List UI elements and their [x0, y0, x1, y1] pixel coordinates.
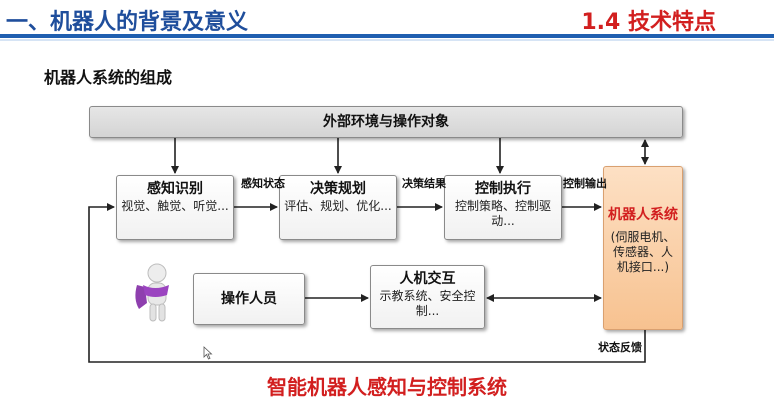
- perception-desc: 视觉、触觉、听觉...: [121, 199, 229, 213]
- hmi-title: 人机交互: [399, 271, 456, 287]
- control-block: 控制执行 控制策略、控制驱动...: [444, 175, 562, 240]
- robot-system-title: 机器人系统: [608, 207, 678, 223]
- environment-box: 外部环境与操作对象: [89, 106, 683, 138]
- label-perception-state-text: 感知状态: [241, 177, 285, 190]
- robot-system-block: 机器人系统 (伺服电机、传感器、人机接口...): [603, 166, 683, 330]
- perception-block: 感知识别 视觉、触觉、听觉...: [116, 175, 234, 240]
- arrow-state-feedback: [88, 203, 646, 363]
- section-title: 1.4 技术特点: [581, 10, 716, 35]
- decision-title: 决策规划: [310, 181, 366, 197]
- label-decision-result: 决策结果: [402, 177, 446, 191]
- label-control-output: 控制输出: [563, 177, 607, 191]
- diagram-caption: 智能机器人感知与控制系统: [267, 375, 507, 399]
- label-state-feedback: 状态反馈: [598, 341, 642, 354]
- header-divider: [0, 34, 774, 38]
- hmi-block: 人机交互 示教系统、安全控制...: [370, 265, 485, 329]
- label-control-output-text: 控制输出: [563, 177, 607, 190]
- hmi-desc: 示教系统、安全控制...: [379, 289, 476, 318]
- robot-system-desc: (伺服电机、传感器、人机接口...): [610, 230, 676, 274]
- subtitle: 机器人系统的组成: [44, 68, 173, 87]
- control-title: 控制执行: [475, 181, 531, 197]
- header-title: 一、机器人的背景及意义: [6, 10, 249, 35]
- perception-title: 感知识别: [147, 181, 203, 197]
- decision-block: 决策规划 评估、规划、优化...: [279, 175, 397, 240]
- header-divider-light: [0, 39, 774, 41]
- operator-block: 操作人员: [193, 273, 305, 325]
- control-desc: 控制策略、控制驱动...: [454, 199, 551, 228]
- operator-figure-icon: [135, 263, 169, 322]
- mouse-cursor-icon: [203, 346, 213, 360]
- label-perception-state: 感知状态: [241, 177, 285, 191]
- label-decision-result-text: 决策结果: [402, 177, 446, 190]
- decision-desc: 评估、规划、优化...: [284, 199, 392, 213]
